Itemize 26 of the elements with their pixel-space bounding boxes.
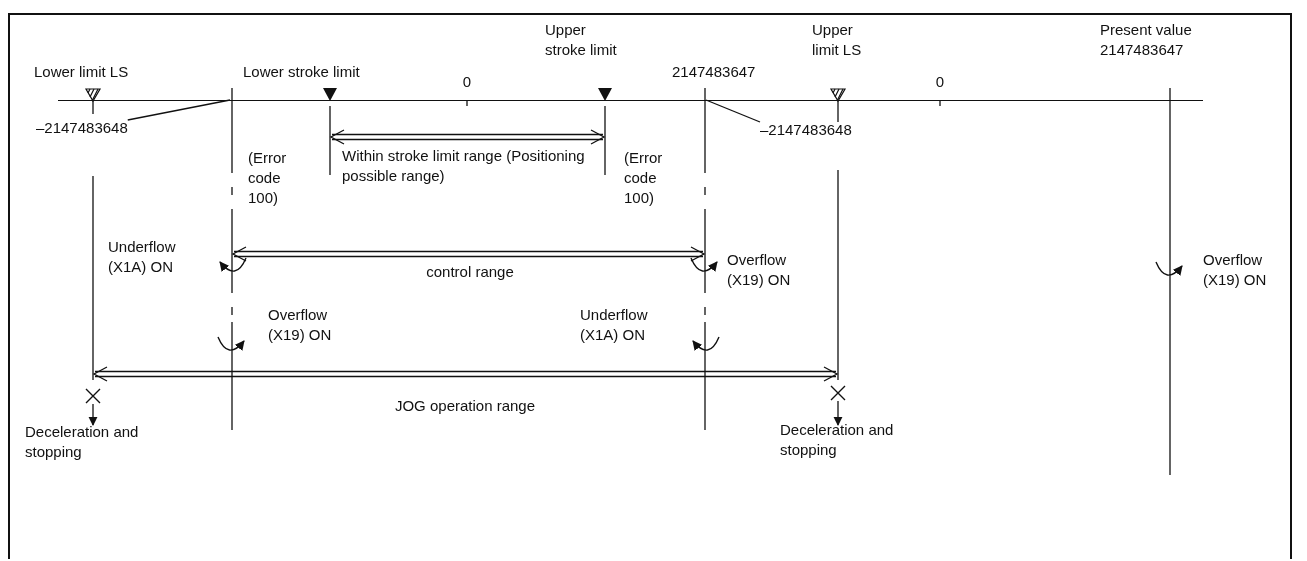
arrow: [833, 400, 843, 426]
axis-label: Upper limit LS: [812, 20, 863, 60]
axis-label: Lower stroke limit: [243, 62, 360, 82]
value-label: –2147483648: [760, 120, 852, 140]
axis-label: Overflow (X19) ON: [1203, 250, 1268, 290]
axis-label: (Error code 100): [248, 148, 288, 208]
arrow: [88, 403, 98, 426]
axis-label: Overflow (X19) ON: [727, 250, 792, 290]
value-label: –2147483648: [36, 118, 128, 138]
axis-label: Present value 2147483647: [1100, 20, 1193, 60]
axis-label: Within stroke limit range (Positioning possible range): [342, 146, 586, 186]
stop-note: Deceleration and stopping: [780, 420, 900, 460]
axis-label: 0: [935, 72, 945, 92]
axis-label: 2147483647: [672, 62, 756, 82]
stop-mark: [830, 385, 846, 401]
stop-mark: [85, 388, 101, 404]
stop-note: Deceleration and stopping: [25, 422, 145, 462]
axis-label: control range: [426, 262, 514, 282]
axis-label: JOG operation range: [394, 396, 536, 416]
axis-label: 0: [462, 72, 472, 92]
axis-label: Underflow (X1A) ON: [108, 237, 177, 277]
axis-label: Underflow (X1A) ON: [580, 305, 649, 345]
axis-label: Lower limit LS: [34, 62, 129, 82]
axis-label: Upper stroke limit: [545, 20, 618, 60]
axis-label: (Error code 100): [624, 148, 664, 208]
axis-label: Overflow (X19) ON: [268, 305, 333, 345]
